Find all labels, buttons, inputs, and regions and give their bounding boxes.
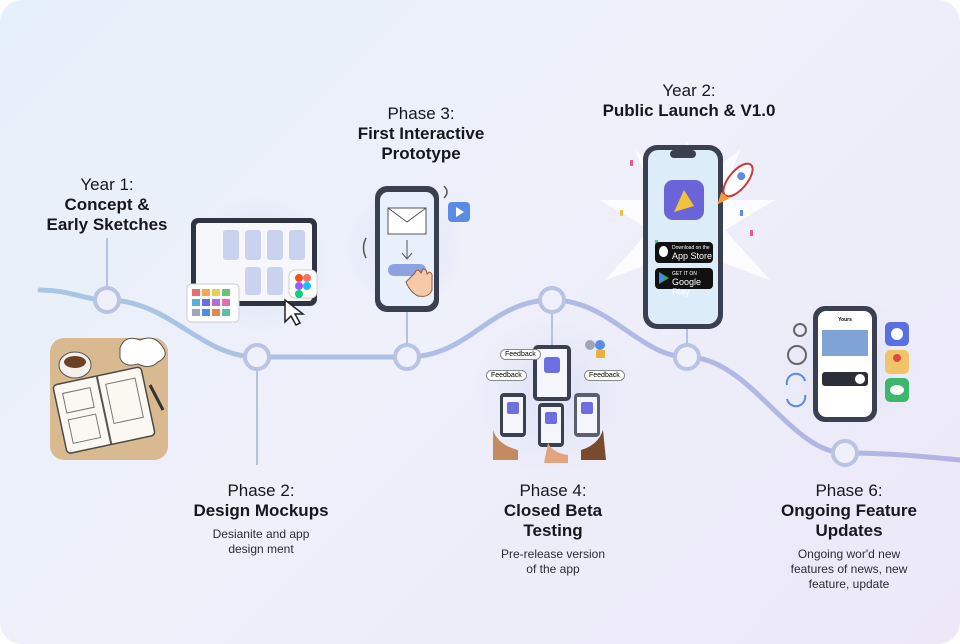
- node-2: [243, 343, 271, 371]
- milestone-3-title: Prototype: [381, 144, 461, 163]
- beta-testing-illustration: Feedback Feedback Feedback: [478, 335, 638, 465]
- milestone-1-label: Year 1: Concept & Early Sketches: [47, 175, 168, 235]
- node-6: [831, 439, 859, 467]
- sketchbook-illustration: [50, 337, 168, 460]
- milestone-4-title: Closed Beta: [503, 501, 603, 520]
- app-store-badge[interactable]: Download on the App Store: [655, 242, 713, 263]
- design-mockups-illustration: [186, 218, 318, 326]
- google-play-badge[interactable]: GET IT ON Google Play: [655, 268, 713, 297]
- milestone-1-phase: Year 1:: [80, 175, 134, 194]
- milestone-4-title: Testing: [523, 521, 583, 540]
- launch-illustration: Download on the App Store GET IT ON Goog…: [600, 140, 775, 335]
- milestone-2-label: Phase 2: Design Mockups Desianite and ap…: [193, 481, 328, 557]
- milestone-3-phase: Phase 3:: [387, 104, 455, 123]
- milestone-4-phase: Phase 4:: [519, 481, 587, 500]
- milestone-6-title: Ongoing Feature: [781, 501, 917, 520]
- milestone-3-label: Phase 3: First Interactive Prototype: [358, 104, 485, 164]
- apple-icon: [659, 246, 668, 257]
- figma-icon: [288, 269, 318, 299]
- node-4: [538, 286, 566, 314]
- milestone-4-label: Phase 4: Closed Beta Testing Pre-release…: [501, 481, 605, 577]
- milestone-6-title: Updates: [815, 521, 883, 540]
- milestone-1-title: Concept &: [64, 195, 150, 214]
- timeline-curve: [37, 287, 960, 463]
- phone-header: Yours: [838, 317, 852, 323]
- milestone-5-title: Public Launch & V1.0: [602, 101, 776, 120]
- milestone-5-label: Year 2: Public Launch & V1.0: [603, 81, 776, 121]
- node-3: [393, 343, 421, 371]
- feedback-bubble: Feedback: [584, 370, 625, 381]
- milestone-6-label: Phase 6: Ongoing Feature Updates Ongoing…: [781, 481, 917, 592]
- connector-lines: [106, 238, 688, 465]
- milestone-2-title: Design Mockups: [193, 501, 329, 520]
- feedback-bubble: Feedback: [500, 349, 541, 360]
- node-1: [93, 286, 121, 314]
- milestone-2-phase: Phase 2:: [227, 481, 295, 500]
- node-5: [673, 343, 701, 371]
- milestone-5-phase: Year 2:: [662, 81, 716, 100]
- prototype-illustration: [362, 185, 470, 312]
- milestone-3-title: First Interactive: [357, 124, 485, 143]
- milestone-6-phase: Phase 6:: [815, 481, 883, 500]
- google-play-icon: [659, 272, 669, 284]
- cursor-icon: [284, 298, 306, 326]
- timeline-nodes: [93, 286, 859, 467]
- milestone-1-title: Early Sketches: [46, 215, 168, 234]
- updates-illustration: Yours: [775, 300, 915, 425]
- feedback-bubble: Feedback: [486, 370, 527, 381]
